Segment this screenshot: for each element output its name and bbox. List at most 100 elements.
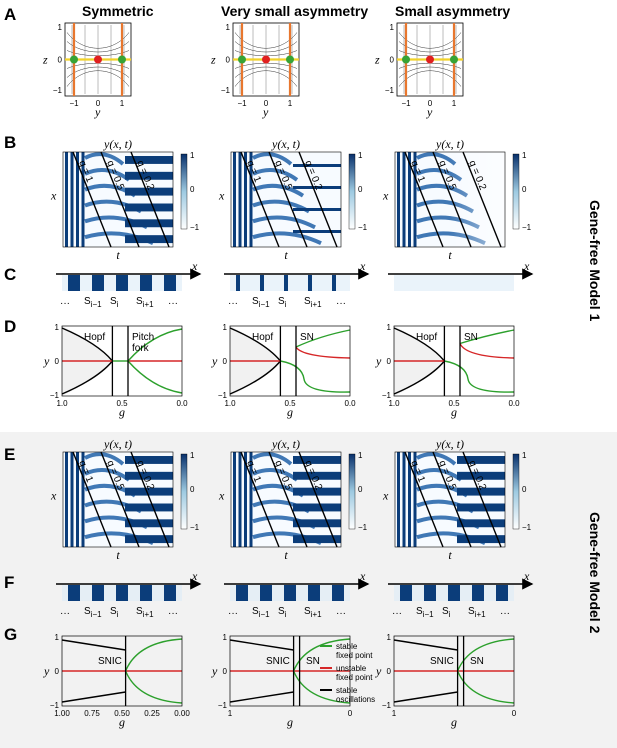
kymo-xlabel: t: [284, 248, 288, 262]
stable-fixed-point: [450, 55, 458, 64]
axis-label-x: x: [191, 569, 198, 583]
tick-label: 1: [58, 23, 63, 32]
segment-bar: [125, 535, 173, 544]
plot-frame: [229, 325, 351, 397]
unstable-branch: [459, 343, 515, 359]
oscillation-stripe: [70, 152, 74, 247]
segment-subscript: i: [285, 610, 287, 619]
segment-bar: [125, 487, 173, 496]
column-title-3: Small asymmetry: [395, 3, 510, 19]
tick-label: 1: [288, 99, 293, 108]
kymo-frame: [62, 151, 174, 248]
axis-label-g: g: [287, 715, 293, 729]
segment-label: Si+1: [304, 296, 322, 309]
segment-block: [308, 585, 320, 601]
panel-letter-c: C: [4, 265, 16, 284]
axis-label-y: y: [262, 105, 269, 119]
kymo-ylabel: x: [382, 489, 389, 503]
tick-label: 0: [387, 667, 392, 676]
kymo-frame: [230, 451, 342, 548]
unstable-fixed-point: [262, 55, 270, 64]
segment-line: [293, 186, 341, 189]
plot-frame: [393, 635, 515, 707]
ellipsis: ···: [392, 608, 402, 619]
segment-background: [394, 275, 514, 291]
osc-branch: [61, 327, 113, 362]
ellipsis: ···: [60, 298, 70, 309]
oscillation-stripe: [402, 452, 406, 547]
segment-block: [116, 585, 128, 601]
segment-subscript: i: [117, 300, 119, 309]
annotation-right-2: fork: [132, 343, 150, 354]
stable-branch: [280, 360, 351, 393]
annotation-right: SN: [464, 332, 478, 343]
segment-block: [260, 585, 272, 601]
wave-band: [252, 183, 305, 198]
colorbar: [180, 153, 188, 230]
ellipsis: ···: [336, 608, 346, 619]
panel-letter-e: E: [4, 445, 15, 464]
segment-bar: [293, 471, 341, 480]
axis-label-y: y: [211, 354, 218, 368]
tick-label: 1: [390, 23, 395, 32]
side-label-model2: Gene-free Model 2: [587, 512, 603, 634]
g-level-line: [432, 151, 472, 248]
tick-label: −1: [218, 391, 228, 400]
g-level-line: [72, 151, 112, 248]
segment-label: Si: [278, 296, 287, 309]
annotation-hopf: Hopf: [252, 332, 273, 343]
colorbar-tick: 1: [358, 151, 363, 160]
colorbar-tick: −1: [190, 523, 200, 532]
segment-block: [164, 585, 176, 601]
stable-branch: [456, 638, 515, 672]
panel-letter-b: B: [4, 133, 16, 152]
osc-branch: [393, 327, 445, 362]
oscillation-stripe: [238, 452, 242, 547]
colorbar-tick: 0: [522, 185, 527, 194]
ellipsis: ···: [168, 298, 178, 309]
tick-label: −1: [50, 391, 60, 400]
segment-label: Si+1: [136, 296, 154, 309]
segment-label: Si−1: [252, 606, 270, 619]
colorbar-tick: −1: [190, 223, 200, 232]
tick-label: 0: [387, 357, 392, 366]
colorbar: [348, 153, 356, 230]
segment-block: [140, 275, 152, 291]
segment-block: [332, 585, 344, 601]
tick-label: −1: [50, 701, 60, 710]
oscillation-stripe: [244, 452, 247, 547]
tick-label: 0.5: [284, 399, 296, 408]
segment-subscript: i−1: [91, 610, 102, 619]
oscillation-stripe: [249, 152, 253, 247]
tick-label: 0.75: [84, 709, 100, 718]
panel-letter-g: G: [4, 625, 17, 644]
segment-block: [164, 275, 176, 291]
segment-label: Si−1: [416, 606, 434, 619]
tick-label: 0.5: [448, 399, 460, 408]
osc-branch: [61, 691, 126, 703]
segment-subscript: i−1: [91, 300, 102, 309]
tick-label: 0.50: [114, 709, 130, 718]
segment-bar: [457, 456, 505, 464]
oscillation-stripe: [244, 152, 247, 247]
g-level-line: [404, 151, 444, 248]
segment-label: Si+1: [468, 606, 486, 619]
kymo-title: y(x, t): [103, 437, 132, 451]
tick-label: 0: [264, 99, 269, 108]
segment-label: Si: [278, 606, 287, 619]
tick-label: 0: [428, 99, 433, 108]
segment-line: [293, 208, 341, 211]
g-level-line: [404, 451, 444, 548]
legend-label: fixed point: [336, 651, 373, 660]
segment-bar: [125, 471, 173, 480]
segment-subscript: i+1: [475, 610, 486, 619]
tick-label: 1.0: [224, 399, 236, 408]
segment-bar: [125, 219, 173, 228]
